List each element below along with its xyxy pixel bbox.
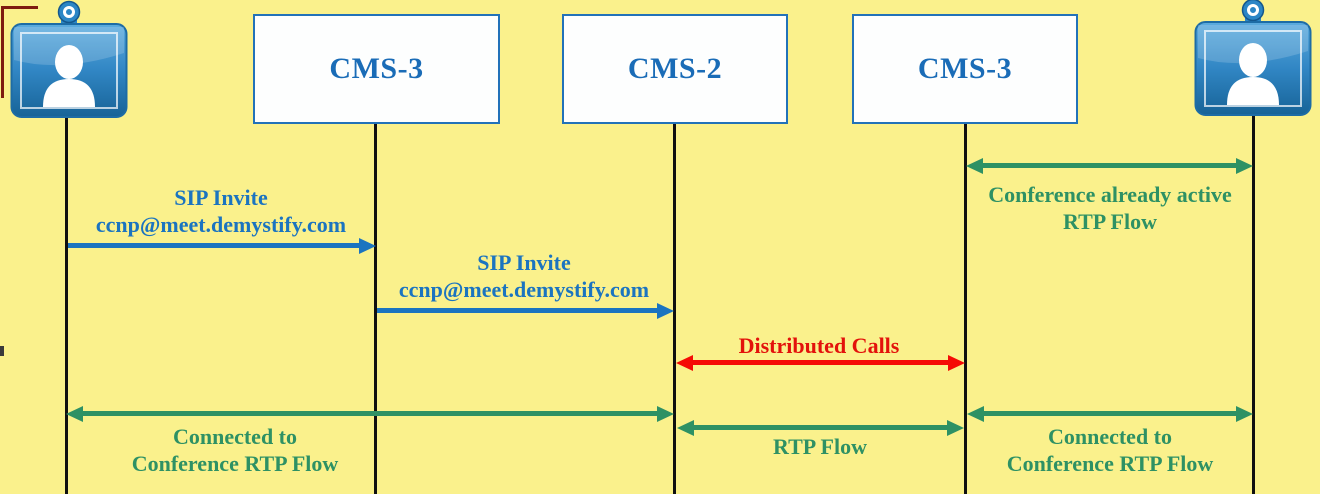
label-line: SIP Invite xyxy=(174,185,268,210)
label-sip-invite-2: SIP Invite ccnp@meet.demystify.com xyxy=(399,250,649,304)
arrow-shaft xyxy=(688,360,953,365)
arrow-connected-to-conference-right xyxy=(967,405,1253,422)
node-cms3-left-label: CMS-3 xyxy=(329,52,424,85)
label-line: Connected to xyxy=(172,424,298,449)
video-endpoint-icon xyxy=(10,0,128,118)
lifeline-left-endpoint xyxy=(65,115,68,494)
arrow-connected-to-conference-left xyxy=(66,405,674,422)
label-line: Connected to xyxy=(1047,424,1173,449)
arrowhead-left-icon xyxy=(967,405,984,422)
arrow-shaft xyxy=(377,308,662,313)
label-connected-to-conference-left: Connected to Conference RTP Flow xyxy=(132,424,339,478)
video-endpoint-icon xyxy=(1194,0,1312,116)
node-cms3-right-label: CMS-3 xyxy=(917,52,1013,85)
arrowhead-right-icon xyxy=(947,419,964,436)
arrowhead-right-icon xyxy=(1236,405,1253,422)
arrowhead-right-icon xyxy=(948,354,965,371)
arrowhead-right-icon xyxy=(1236,157,1253,174)
label-line: RTP Flow xyxy=(773,434,867,459)
arrowhead-left-icon xyxy=(676,354,693,371)
cropped-text-fragment xyxy=(0,346,4,356)
arrow-shaft xyxy=(689,425,952,430)
label-line: Conference RTP Flow xyxy=(131,450,339,476)
label-line: RTP Flow xyxy=(1063,208,1157,234)
label-conference-already-active: Conference already active RTP Flow xyxy=(988,182,1232,236)
label-distributed-calls: Distributed Calls xyxy=(739,333,900,360)
label-line: Conference already active xyxy=(988,182,1232,207)
label-line: ccnp@meet.demystify.com xyxy=(95,211,347,237)
lifeline-cms3-right xyxy=(964,124,967,494)
arrow-sip-invite-2 xyxy=(377,302,674,319)
arrowhead-left-icon xyxy=(677,419,694,436)
label-sip-invite-1: SIP Invite ccnp@meet.demystify.com xyxy=(96,185,346,239)
arrow-shaft xyxy=(979,411,1241,416)
arrowhead-left-icon xyxy=(966,157,983,174)
arrowhead-left-icon xyxy=(66,405,83,422)
node-cms2-label: CMS-2 xyxy=(627,52,723,85)
arrow-shaft xyxy=(978,163,1241,168)
arrowhead-right-icon xyxy=(657,405,674,422)
label-connected-to-conference-right: Connected to Conference RTP Flow xyxy=(1007,424,1214,478)
label-line: Distributed Calls xyxy=(738,333,900,358)
node-cms3-left: CMS-3 xyxy=(253,14,500,124)
label-line: ccnp@meet.demystify.com xyxy=(398,276,650,302)
frame-corner-vertical xyxy=(1,6,4,98)
lifeline-cms3-left xyxy=(374,124,377,494)
arrow-distributed-calls xyxy=(676,354,965,371)
arrow-shaft xyxy=(68,243,364,248)
arrow-sip-invite-1 xyxy=(68,237,376,254)
arrowhead-right-icon xyxy=(657,302,674,319)
node-cms3-right: CMS-3 xyxy=(852,14,1078,124)
label-line: SIP Invite xyxy=(477,250,571,275)
arrowhead-right-icon xyxy=(359,237,376,254)
frame-corner-horizontal xyxy=(1,6,38,9)
node-cms2: CMS-2 xyxy=(562,14,788,124)
arrow-shaft xyxy=(78,411,662,416)
lifeline-cms2 xyxy=(673,124,676,494)
label-rtp-flow: RTP Flow xyxy=(773,434,867,461)
lifeline-right-endpoint xyxy=(1252,110,1255,494)
label-line: Conference RTP Flow xyxy=(1006,450,1214,476)
arrow-rtp-flow xyxy=(677,419,964,436)
arrow-conference-already-active xyxy=(966,157,1253,174)
